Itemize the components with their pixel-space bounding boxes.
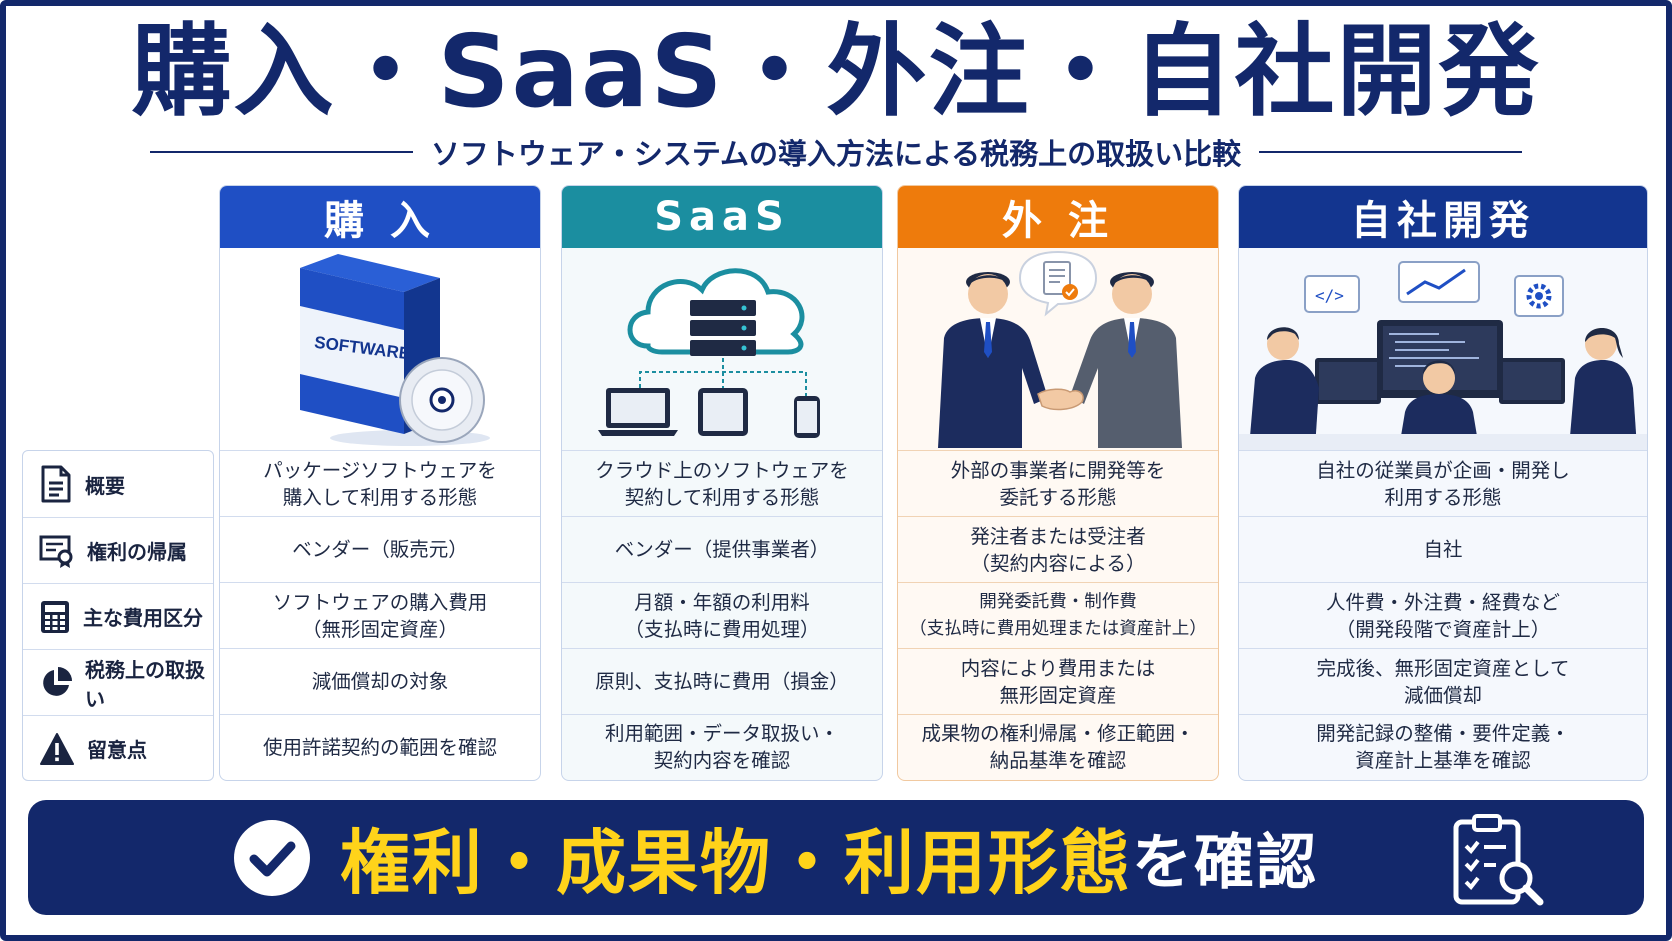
cell-outsourcing-rights: 発注者または受注者 （契約内容による） (898, 516, 1218, 582)
row-label-overview: 概要 (23, 451, 213, 517)
row-label-text: 概要 (85, 473, 125, 498)
gear-icon (1526, 283, 1552, 309)
certificate-icon (39, 535, 73, 568)
column-outsourcing: 外 注 外部の事業者に開発等を 委託する形態 発注者または受注者 （契約内容によ (897, 185, 1219, 781)
cell-purchase-notes: 使用許諾契約の範囲を確認 (220, 714, 540, 779)
page-title: 購入・SaaS・外注・自社開発 (131, 13, 1541, 130)
cell-purchase-cost: ソフトウェアの購入費用 （無形固定資産） (220, 582, 540, 648)
handshake-icon (938, 250, 1182, 448)
cell-in-house-rights: 自社 (1239, 516, 1647, 582)
software-box-icon: SOFTWARE (300, 254, 490, 446)
column-header-outsourcing: 外 注 (898, 186, 1218, 248)
cell-purchase-tax: 減価償却の対象 (220, 648, 540, 714)
cell-in-house-cost: 人件費・外注費・経費など （開発段階で資産計上） (1239, 582, 1647, 648)
row-label-column: 概要 権利の帰属 主な費用区分 税務上の取扱い (22, 450, 214, 781)
pie-chart-icon (43, 666, 72, 696)
summary-highlight: 権利・成果物・利用形態 (340, 822, 1132, 904)
cell-saas-rights: ベンダー（提供事業者） (562, 516, 882, 582)
row-label-text: 税務上の取扱い (85, 657, 205, 711)
cloud-server-icon (598, 268, 820, 438)
document-icon (41, 465, 71, 503)
column-purchase: 購 入 SOFTWARE パッケージソフトウェアを 購入して利用する形態 ベンダ… (219, 185, 541, 781)
cloud-illustration (562, 248, 882, 450)
row-label-tax: 税務上の取扱い (23, 649, 213, 715)
row-label-text: 権利の帰属 (87, 540, 187, 564)
cell-in-house-tax: 完成後、無形固定資産として 減価償却 (1239, 648, 1647, 714)
cell-outsourcing-tax: 内容により費用または 無形固定資産 (898, 648, 1218, 714)
check-icon (234, 820, 310, 896)
page-subtitle: ソフトウェア・システムの導入方法による税務上の取扱い比較 (430, 137, 1242, 171)
cell-outsourcing-cost: 開発委託費・制作費 （支払時に費用処理または資産計上） (898, 582, 1218, 648)
row-label-text: 主な費用区分 (83, 606, 203, 630)
cell-purchase-overview: パッケージソフトウェアを 購入して利用する形態 (220, 450, 540, 516)
subtitle-row: ソフトウェア・システムの導入方法による税務上の取扱い比較 (150, 132, 1523, 172)
cell-outsourcing-notes: 成果物の権利帰属・修正範囲・ 納品基準を確認 (898, 714, 1218, 779)
handshake-illustration (898, 248, 1218, 450)
developers-illustration: </> (1239, 248, 1647, 450)
developers-icon: </> (1239, 261, 1647, 450)
software-box-illustration: SOFTWARE (220, 248, 540, 450)
cell-in-house-overview: 自社の従業員が企画・開発し 利用する形態 (1239, 450, 1647, 516)
column-header-purchase: 購 入 (220, 186, 540, 248)
row-label-text: 留意点 (87, 738, 147, 762)
cell-purchase-rights: ベンダー（販売元） (220, 516, 540, 582)
summary-banner-text: 権利・成果物・利用形態 を確認 (340, 805, 1318, 910)
clipboard-search-icon (1453, 814, 1544, 906)
calculator-icon (41, 600, 69, 633)
subtitle-rule-left (150, 151, 413, 153)
cell-saas-overview: クラウド上のソフトウェアを 契約して利用する形態 (562, 450, 882, 516)
cell-saas-cost: 月額・年額の利用料 （支払時に費用処理） (562, 582, 882, 648)
cell-in-house-notes: 開発記録の整備・要件定義・ 資産計上基準を確認 (1239, 714, 1647, 779)
row-label-notes: 留意点 (23, 715, 213, 780)
column-header-in-house: 自社開発 (1239, 186, 1647, 248)
cell-saas-notes: 利用範囲・データ取扱い・ 契約内容を確認 (562, 714, 882, 779)
column-header-saas: SaaS (562, 186, 882, 248)
subtitle-rule-right (1259, 151, 1523, 153)
row-label-rights: 権利の帰属 (23, 517, 213, 583)
column-saas: SaaS クラウド上のソフトウェアを 契約して利用する形態 ベンダー（提供事業者… (561, 185, 883, 781)
warning-icon (40, 732, 74, 765)
cell-saas-tax: 原則、支払時に費用（損金） (562, 648, 882, 714)
cell-outsourcing-overview: 外部の事業者に開発等を 委託する形態 (898, 450, 1218, 516)
summary-suffix: を確認 (1132, 828, 1318, 898)
column-in-house: 自社開発 </> (1238, 185, 1648, 781)
row-label-cost: 主な費用区分 (23, 583, 213, 649)
code-icon: </> (1315, 286, 1344, 305)
